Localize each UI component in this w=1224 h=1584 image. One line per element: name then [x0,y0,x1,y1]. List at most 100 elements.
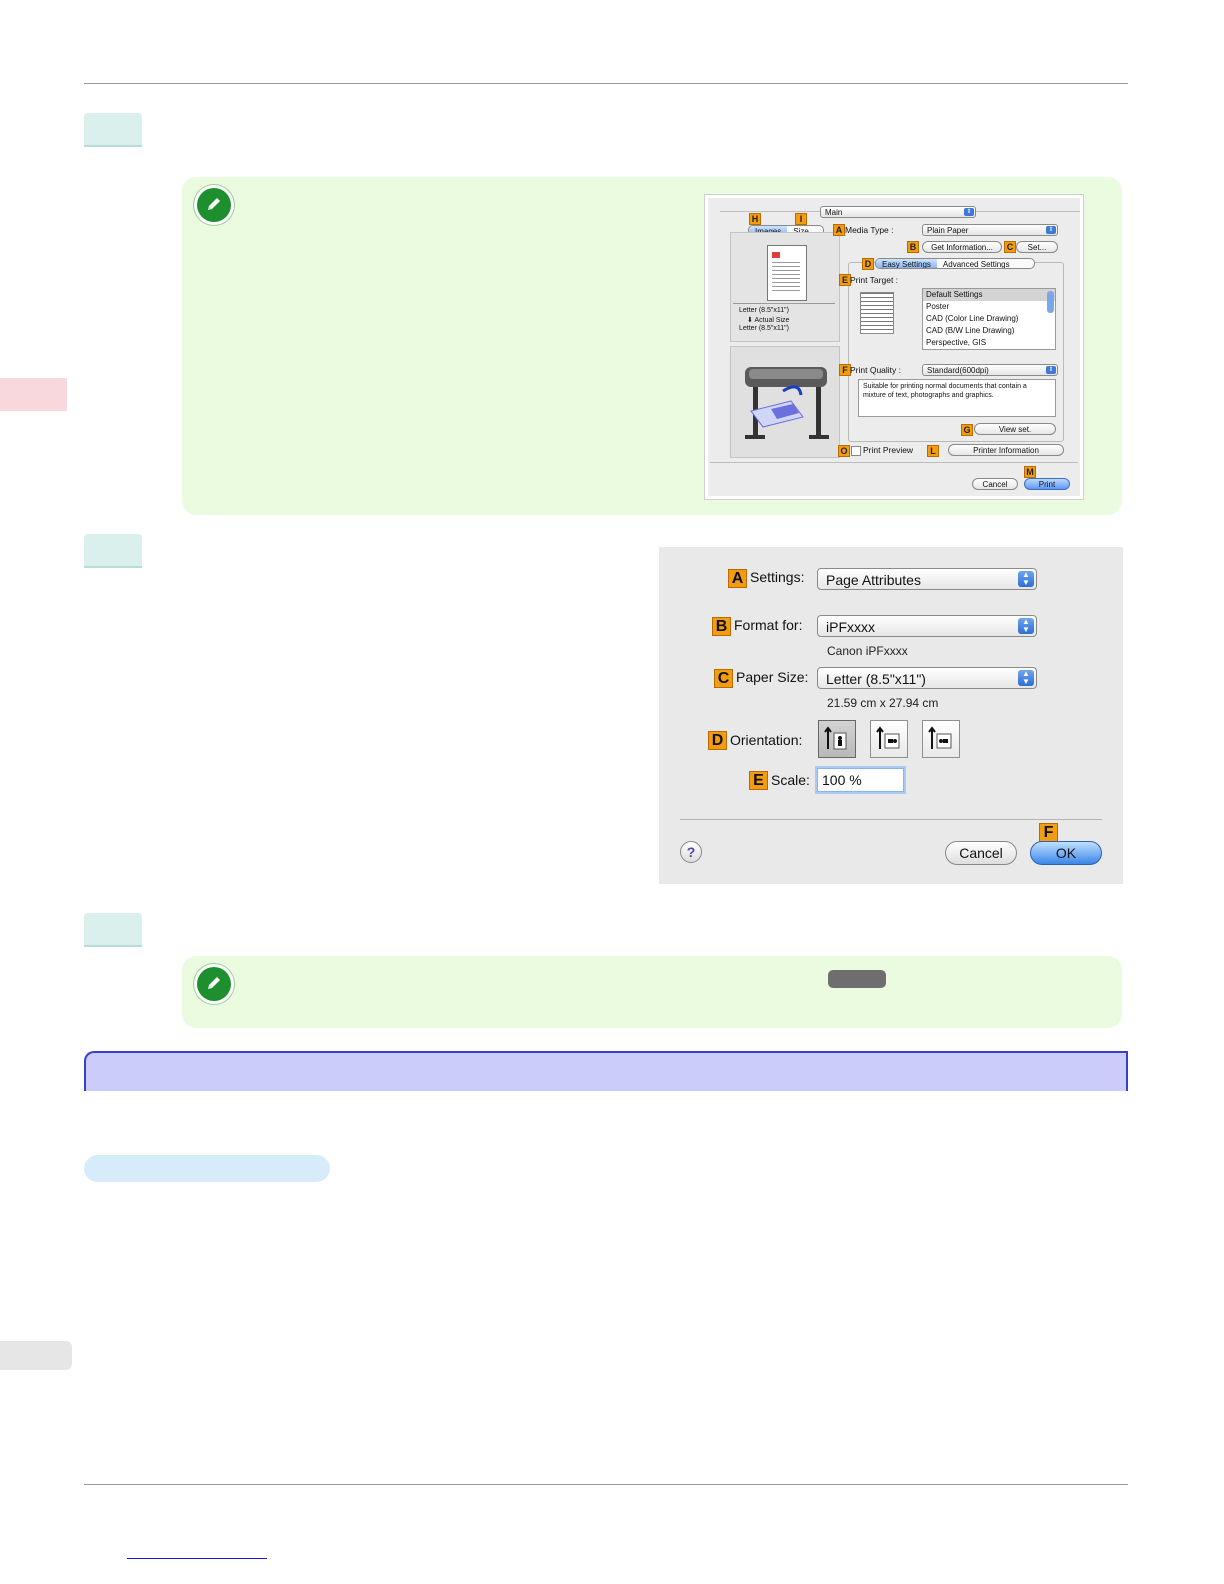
size-line-2: ⬇ Actual Size [747,316,789,324]
format-for-popup[interactable]: iPFxxxx ▲▼ [817,615,1037,637]
step-marker-3 [84,913,142,947]
print-preview-checkbox[interactable] [851,446,861,456]
chevron-updown-icon: ⇕ [1046,226,1056,234]
print-target-label: Print Target : [850,275,899,285]
get-information-button[interactable]: Get Information... [922,241,1002,253]
set-button[interactable]: Set... [1016,241,1058,253]
scale-label: Scale: [771,772,810,788]
paper-size-subtext: 21.59 cm x 27.94 cm [827,696,939,710]
thumbnail-image [772,252,780,258]
settings-popup[interactable]: Page Attributes ▲▼ [817,568,1037,590]
media-type-value: Plain Paper [927,226,969,235]
footer-link[interactable] [127,1558,267,1559]
cancel-button[interactable]: Cancel [945,841,1017,865]
tab-advanced-settings[interactable]: Advanced Settings [942,260,1010,269]
callout-c: C [714,669,733,688]
pencil-note-icon [197,188,231,222]
step-marker-2 [84,534,142,568]
callout-f: F [1039,823,1058,842]
settings-label: Settings: [750,569,805,585]
landscape-orientation-button[interactable] [870,720,908,758]
note-panel [182,956,1122,1028]
paper-size-label: Paper Size: [736,669,809,685]
callout-i: I [795,213,807,225]
format-for-value: iPFxxxx [826,619,875,635]
print-dialog-main: Main ⇕ H I Images Size Letter (8.5"x11") … [705,195,1083,499]
list-item[interactable]: Poster [926,302,950,311]
print-button[interactable]: Print [1024,478,1070,490]
tab-size[interactable]: Size [787,226,815,235]
chevron-updown-icon: ⇕ [1046,366,1056,374]
callout-m: M [1024,466,1036,478]
size-line-1: Letter (8.5"x11") [739,307,789,314]
list-item[interactable]: CAD (B/W Line Drawing) [926,326,1015,335]
key-button-graphic [828,970,886,988]
reverse-landscape-icon [928,726,952,749]
portrait-orientation-icon [824,726,847,750]
printer-information-button[interactable]: Printer Information [948,444,1064,456]
chevron-updown-icon: ▲▼ [1018,618,1034,634]
dialog-divider [680,819,1102,820]
print-quality-value: Standard(600dpi) [927,366,989,375]
landscape-orientation-icon [876,726,900,749]
preview-panel: Letter (8.5"x11") ⬇ Actual Size Letter (… [730,232,840,342]
format-for-subtext: Canon iPFxxxx [827,644,908,658]
settings-value: Page Attributes [826,572,921,588]
portrait-orientation-button[interactable] [818,720,856,758]
paper-size-popup[interactable]: Letter (8.5"x11") ▲▼ [817,667,1037,689]
callout-o: O [838,445,850,457]
chevron-updown-icon: ▲▼ [1018,571,1034,587]
main-popup[interactable]: Main ⇕ [820,206,976,218]
footer-rule [84,1484,1128,1485]
tab-easy-settings[interactable]: Easy Settings [876,259,937,268]
printer-illustration [730,346,840,458]
reverse-landscape-orientation-button[interactable] [922,720,960,758]
callout-b: B [907,241,919,253]
callout-a: A [833,224,845,236]
cancel-button[interactable]: Cancel [972,478,1018,490]
page-setup-dialog: A Settings: Page Attributes ▲▼ B Format f… [659,547,1123,884]
size-line-3: Letter (8.5"x11") [739,325,789,332]
main-popup-label: Main [825,208,843,217]
step-marker-1 [84,113,142,147]
format-for-label: Format for: [734,617,803,633]
print-target-list[interactable]: Default Settings Poster CAD (Color Line … [922,288,1056,350]
easy-advanced-tabs[interactable]: Easy Settings Advanced Settings [875,258,1035,269]
callout-l: L [927,445,939,457]
list-item[interactable]: Perspective, GIS [926,338,987,347]
preview-divider [733,303,835,304]
ok-button[interactable]: OK [1030,841,1102,865]
list-scrollbar[interactable] [1047,291,1054,313]
subsection-heading-pill [84,1155,330,1182]
media-type-popup[interactable]: Plain Paper ⇕ [922,224,1058,236]
thumbnail-lines [772,262,800,292]
help-icon: ? [686,844,696,860]
scale-input[interactable]: 100 % [817,768,904,792]
arrow-down-icon: ⬇ [747,317,755,324]
callout-h: H [749,213,761,225]
media-type-label: Media Type : [845,225,894,235]
callout-f: F [839,364,851,376]
print-quality-popup[interactable]: Standard(600dpi) ⇕ [922,364,1058,376]
callout-e: E [839,274,851,286]
size-line-2-text: Actual Size [754,317,790,324]
orientation-label: Orientation: [730,732,803,748]
list-item[interactable]: CAD (Color Line Drawing) [926,314,1019,323]
print-preview-label: Print Preview [863,445,914,455]
view-set-button[interactable]: View set. [974,423,1056,435]
callout-a: A [728,569,747,588]
callout-e: E [749,771,768,790]
footer-divider [710,462,1078,463]
print-target-thumbnail [860,292,894,334]
callout-d: D [862,258,874,270]
section-heading-bar [84,1051,1128,1091]
help-button[interactable]: ? [680,841,702,863]
tab-images[interactable]: Images [749,226,788,235]
callout-d: D [708,731,727,750]
chevron-updown-icon: ▲▼ [1018,670,1034,686]
chevron-updown-icon: ⇕ [964,208,974,216]
print-quality-label: Print Quality : [850,365,902,375]
paper-size-value: Letter (8.5"x11") [826,671,926,687]
list-item[interactable]: Default Settings [923,289,1055,301]
callout-b: B [712,617,731,636]
